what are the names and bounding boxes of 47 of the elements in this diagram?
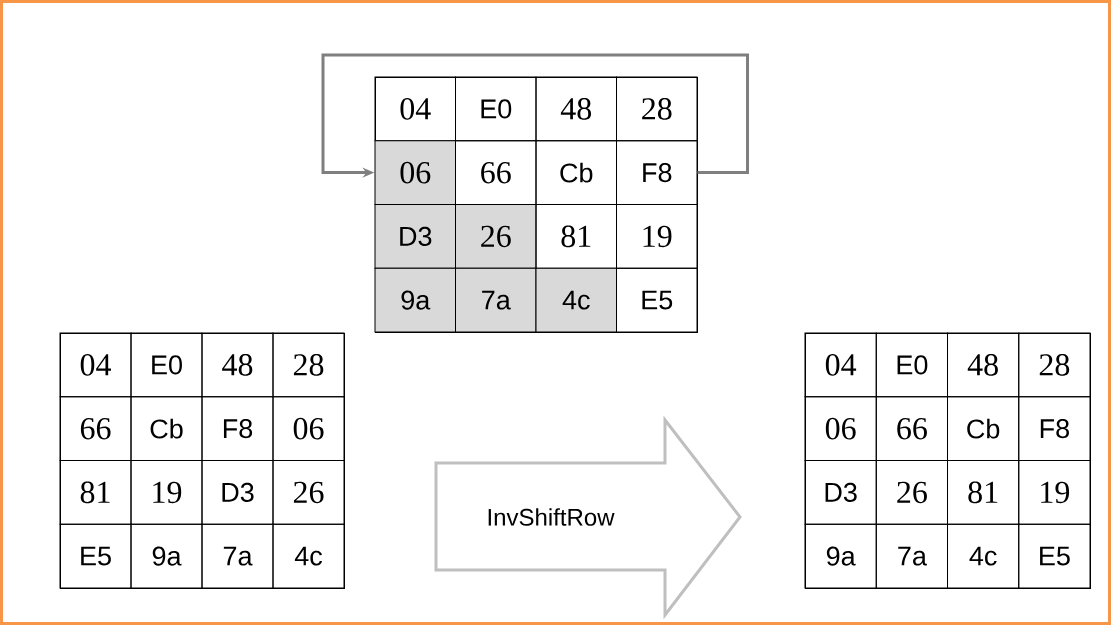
matrix-cell: E0 [455, 76, 537, 142]
matrix-cell: Cb [947, 396, 1020, 461]
matrix-cell: 48 [947, 332, 1020, 398]
matrix-cell: 7a [455, 267, 537, 333]
matrix-cell: E5 [59, 523, 132, 589]
matrix-cell: 9a [804, 523, 877, 589]
matrix-cell: 19 [1018, 460, 1091, 525]
matrix-cell: 81 [947, 460, 1020, 525]
matrix-cell: E5 [1018, 523, 1091, 589]
matrix-cell: 04 [804, 332, 877, 398]
matrix-cell: 06 [272, 396, 345, 461]
matrix-cell: F8 [201, 396, 274, 461]
matrix-cell: 9a [374, 267, 456, 333]
edge-label: InvShiftRow [488, 508, 615, 526]
matrix-cell: 48 [535, 76, 617, 142]
matrix-cell: 26 [875, 460, 948, 525]
matrix-cell: E0 [875, 332, 948, 398]
block-arrow [434, 415, 742, 620]
matrix-cell: 48 [201, 332, 274, 398]
matrix-cell: Cb [535, 140, 617, 205]
matrix-cell: 19 [130, 460, 203, 525]
matrix-cell: Cb [130, 396, 203, 461]
matrix-cell: 28 [272, 332, 345, 398]
matrix-cell: 7a [201, 523, 274, 589]
matrix-cell: 06 [374, 140, 456, 205]
matrix-cell: 66 [875, 396, 948, 461]
matrix-cell: F8 [1018, 396, 1091, 461]
matrix-cell: 4c [535, 267, 617, 333]
matrix-cell: 7a [875, 523, 948, 589]
matrix-cell: 9a [130, 523, 203, 589]
matrix-cell: 06 [804, 396, 877, 461]
matrix-cell: 81 [59, 460, 132, 525]
matrix-cell: 26 [272, 460, 345, 525]
matrix-cell: 28 [616, 76, 698, 142]
matrix-cell: D3 [804, 460, 877, 525]
matrix-cell: 19 [616, 204, 698, 269]
matrix-cell: D3 [374, 204, 456, 269]
matrix-cell: 66 [59, 396, 132, 461]
matrix-cell: 4c [272, 523, 345, 589]
matrix-cell: F8 [616, 140, 698, 205]
matrix-cell: 28 [1018, 332, 1091, 398]
matrix-cell: E5 [616, 267, 698, 333]
matrix-cell: 4c [947, 523, 1020, 589]
matrix-cell: E0 [130, 332, 203, 398]
matrix-cell: 26 [455, 204, 537, 269]
matrix-cell: 04 [59, 332, 132, 398]
matrix-cell: D3 [201, 460, 274, 525]
